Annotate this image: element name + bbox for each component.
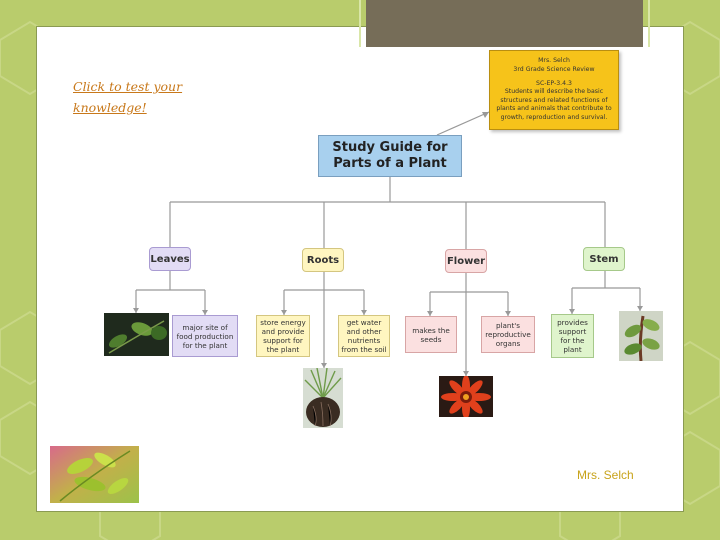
roots-detail-support: store energy and provide support for the… <box>256 315 310 357</box>
detail-line: major site of <box>182 322 228 332</box>
flower-detail-seeds: makes the seeds <box>405 316 457 353</box>
detail-line: the plant <box>266 345 300 354</box>
author-name: Mrs. Selch <box>577 468 634 482</box>
note-line: Mrs. Selch <box>538 57 570 65</box>
title-bar <box>366 0 643 47</box>
leaves-photo-icon <box>104 313 169 356</box>
note-line: structures and related functions of <box>500 96 608 104</box>
detail-line: reproductive <box>485 330 531 339</box>
detail-line: and provide <box>261 327 305 336</box>
detail-line: for the <box>560 336 585 345</box>
note-line: 3rd Grade Science Review <box>513 66 595 74</box>
green-leaves-photo-icon <box>50 446 139 503</box>
title-bar-frame <box>359 0 650 47</box>
detail-line: support <box>558 327 587 336</box>
test-knowledge-link[interactable]: Click to test your knowledge! <box>73 76 182 118</box>
study-guide-title: Study Guide for Parts of a Plant <box>318 135 462 177</box>
detail-line: support for <box>263 336 303 345</box>
detail-line: organs <box>495 339 521 348</box>
detail-line: food production <box>176 331 234 341</box>
detail-line: for the plant <box>182 340 228 350</box>
note-line: Students will describe the basic <box>504 88 604 96</box>
category-flower: Flower <box>445 249 487 273</box>
note-line: SC-EP-3.4.3 <box>536 79 572 87</box>
red-flower-photo-icon <box>439 376 493 417</box>
detail-line: plant <box>563 345 582 354</box>
detail-line: and other <box>346 327 382 336</box>
link-line-1: Click to test your <box>73 79 183 94</box>
detail-line: store energy <box>260 318 306 327</box>
title-line-1: Study Guide for <box>332 140 448 155</box>
flower-detail-organs: plant's reproductive organs <box>481 316 535 353</box>
category-leaves: Leaves <box>149 247 191 271</box>
note-line: growth, reproduction and survival. <box>500 113 608 121</box>
detail-line: from the soil <box>341 345 387 354</box>
stem-detail-support: provides support for the plant <box>551 314 594 358</box>
detail-line: plant's <box>495 321 521 330</box>
standards-note: Mrs. Selch 3rd Grade Science Review SC-E… <box>489 50 619 130</box>
category-stem: Stem <box>583 247 625 271</box>
link-line-2: knowledge! <box>73 100 147 115</box>
stem-photo-icon <box>619 311 663 361</box>
detail-line: seeds <box>420 334 442 344</box>
leaves-detail-food: major site of food production for the pl… <box>172 315 238 357</box>
note-line: plants and animals that contribute to <box>496 105 612 113</box>
roots-detail-water: get water and other nutrients from the s… <box>338 315 390 357</box>
roots-photo-icon <box>303 368 343 428</box>
detail-line: provides <box>557 318 588 327</box>
title-line-2: Parts of a Plant <box>333 156 447 171</box>
detail-line: get water <box>346 318 382 327</box>
detail-line: nutrients <box>347 336 381 345</box>
detail-line: makes the <box>412 325 450 335</box>
category-roots: Roots <box>302 248 344 272</box>
